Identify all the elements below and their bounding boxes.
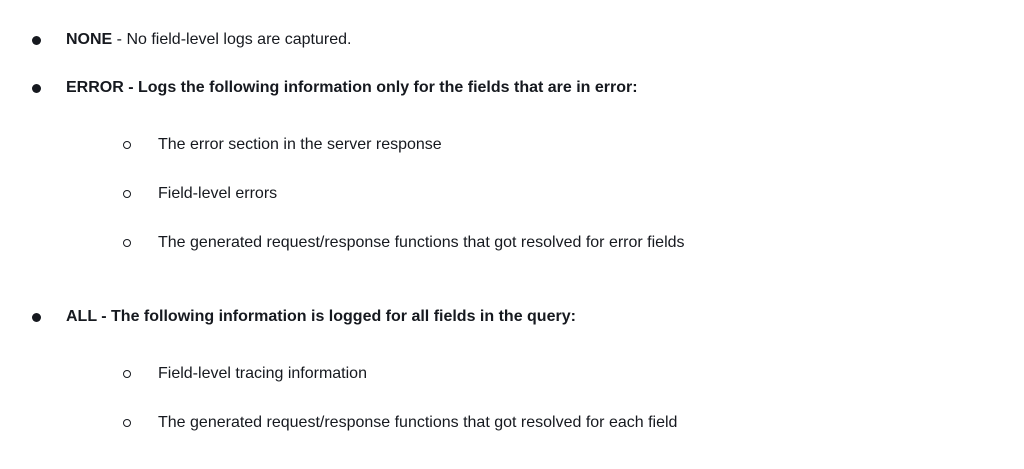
bullet-circle-icon <box>123 419 131 427</box>
level-none-description: - No field-level logs are captured. <box>112 31 352 48</box>
bullet-circle-icon <box>123 370 131 378</box>
sub-list-item: The generated request/response functions… <box>158 234 685 251</box>
list-item-text: NONE - No field-level logs are captured. <box>66 20 351 60</box>
level-all-heading: ALL - The following information is logge… <box>66 308 576 325</box>
sub-list-item: Field-level errors <box>158 185 278 202</box>
bullet-circle-icon <box>123 141 131 149</box>
bullet-disc-icon <box>32 36 41 45</box>
bullet-disc-icon <box>32 313 41 322</box>
sub-list-item: The error section in the server response <box>158 136 442 153</box>
level-none-label: NONE <box>66 31 113 48</box>
level-error-heading: ERROR - Logs the following information o… <box>66 79 638 96</box>
sub-list-item: Field-level tracing information <box>158 365 367 382</box>
sub-list-item: The generated request/response functions… <box>158 414 678 431</box>
bullet-disc-icon <box>32 84 41 93</box>
bullet-circle-icon <box>123 239 131 247</box>
bullet-circle-icon <box>123 190 131 198</box>
